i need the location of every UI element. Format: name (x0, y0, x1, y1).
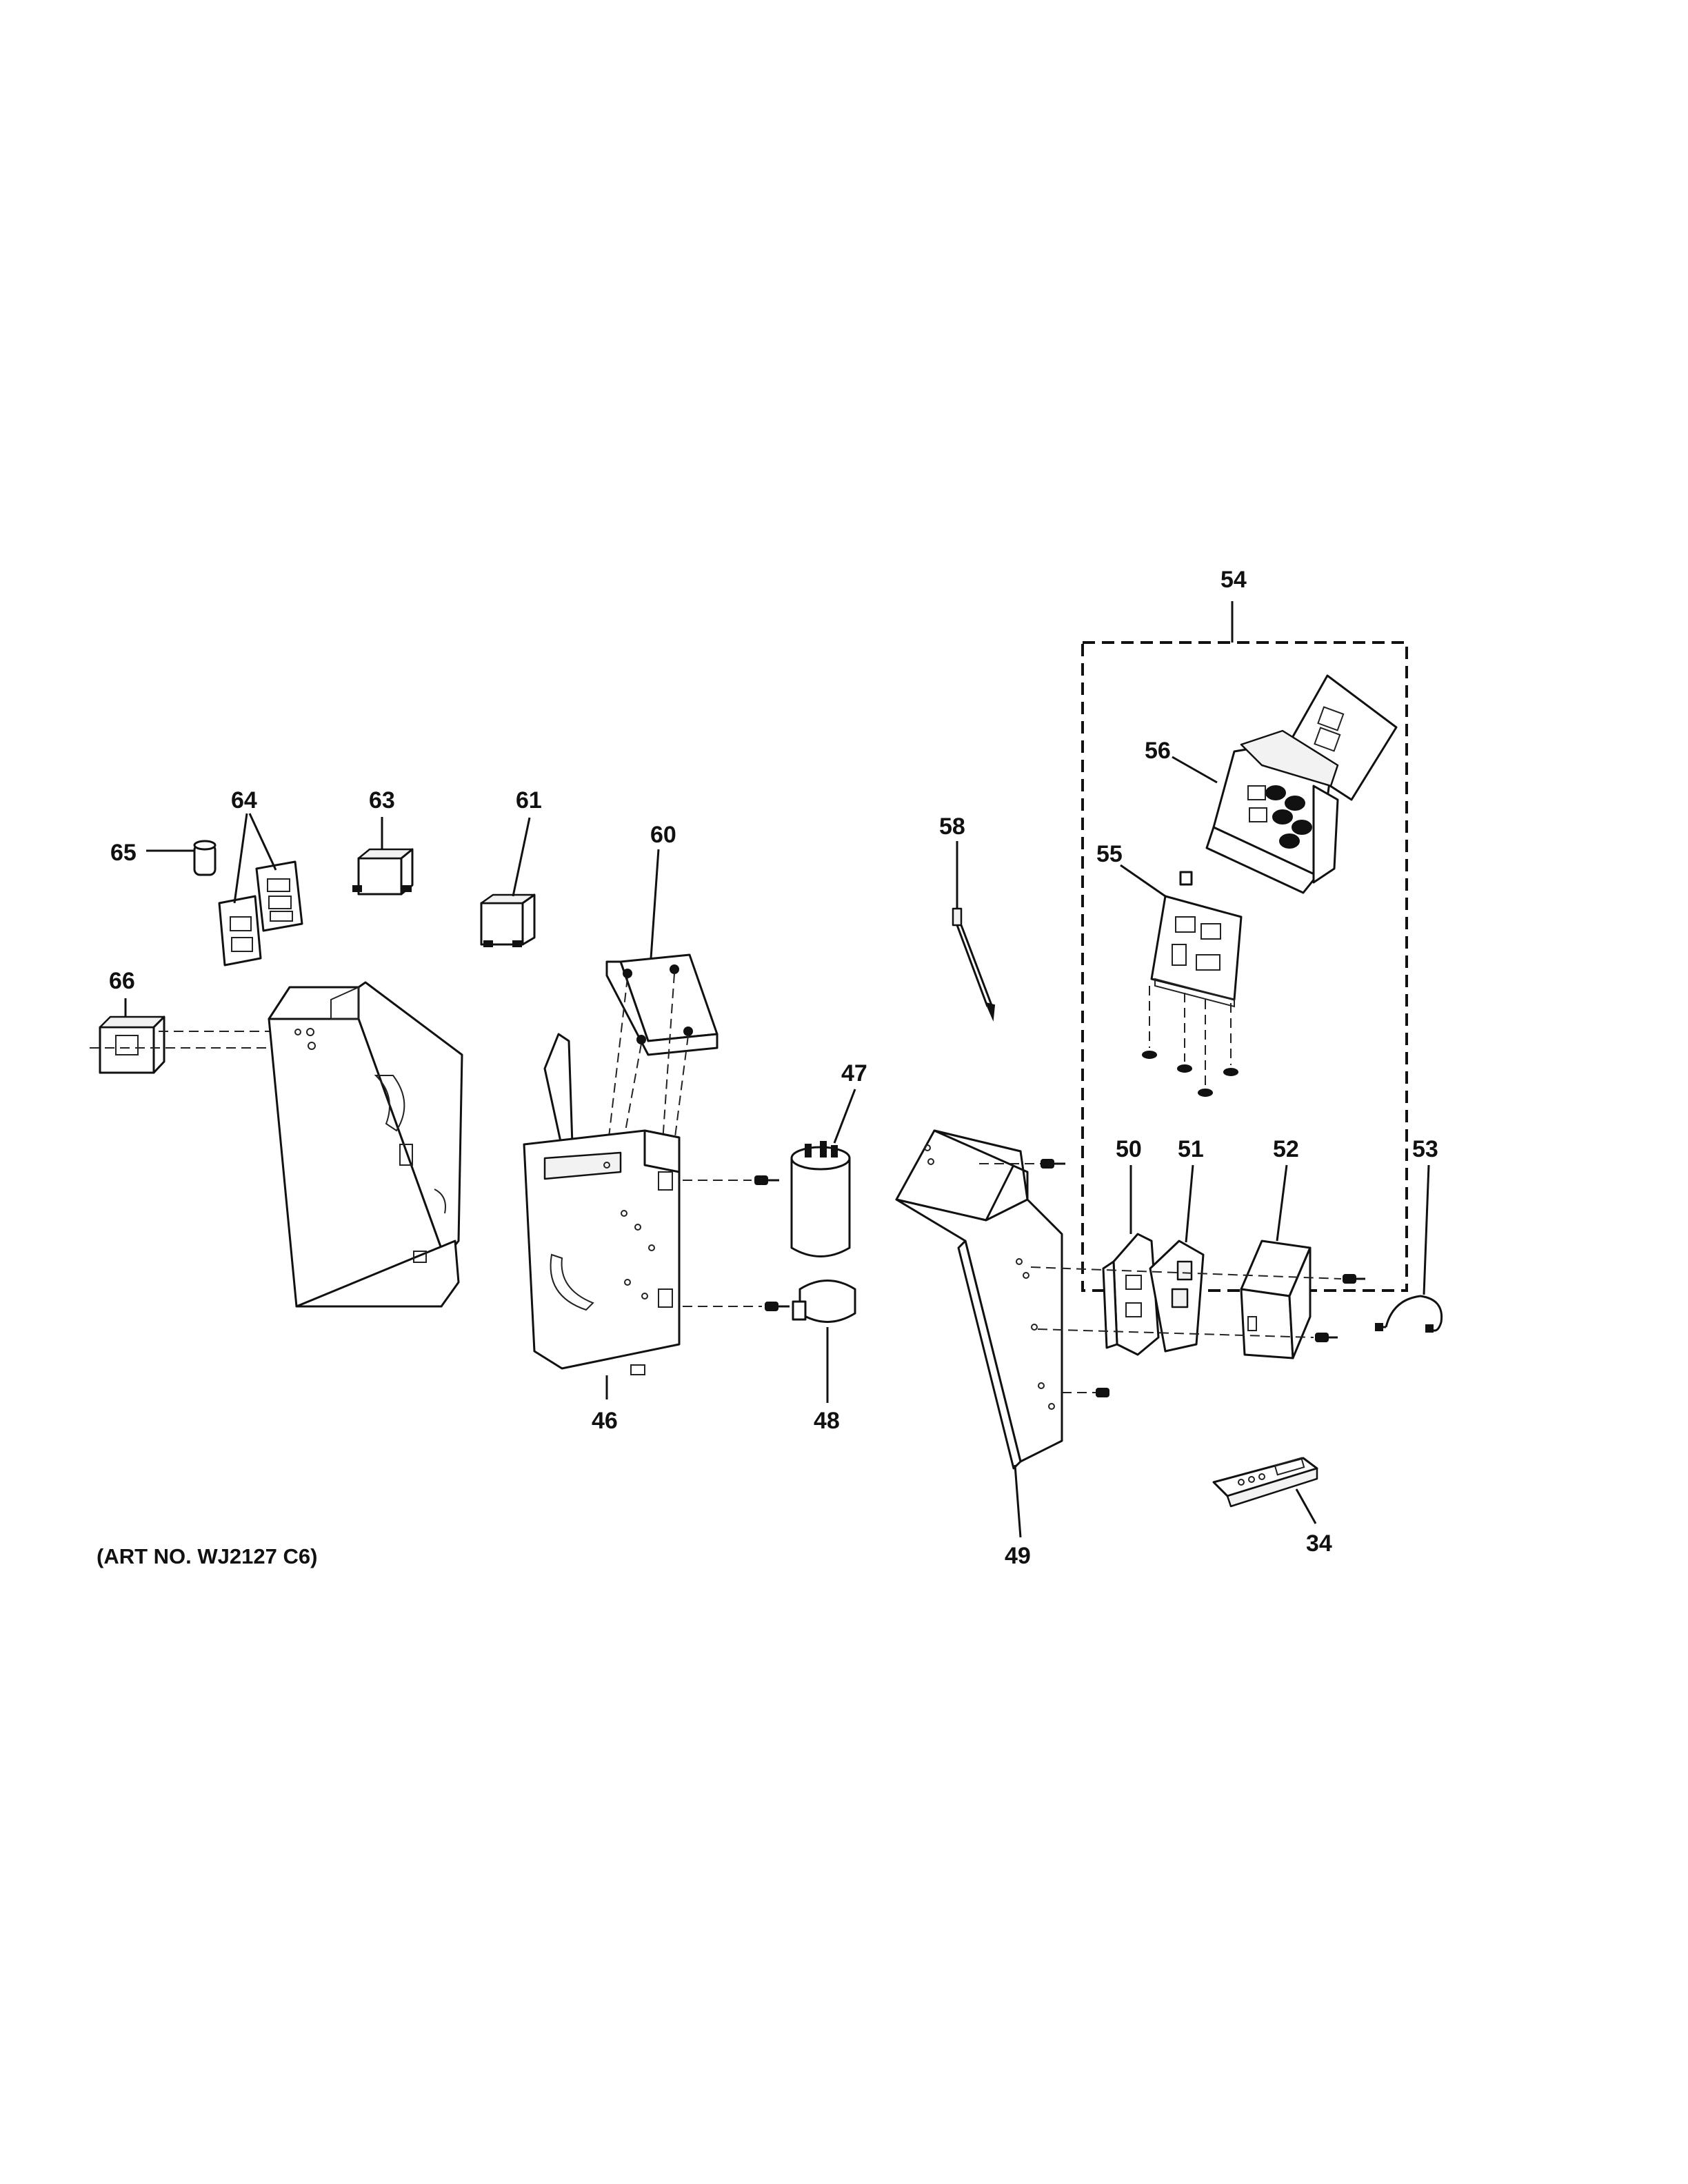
control-box-housing[interactable] (268, 981, 463, 1308)
art-number: (ART NO. WJ2127 C6) (97, 1544, 317, 1568)
part-number-66: 66 (109, 968, 135, 994)
bracket-50[interactable]: 50 (1102, 1136, 1160, 1356)
part-number-53: 53 (1412, 1136, 1438, 1162)
part-number-56: 56 (1145, 738, 1171, 764)
part-number-61: 61 (516, 787, 542, 813)
part-number-49: 49 (1005, 1543, 1031, 1569)
cover-plate-60[interactable]: 60 (605, 822, 719, 1166)
screw-set (683, 1175, 790, 1311)
control-board-55[interactable]: 55 (1096, 841, 1243, 1097)
part-number-58: 58 (939, 813, 965, 840)
part-number-47: 47 (841, 1060, 867, 1086)
relay-63[interactable]: 63 (352, 787, 414, 896)
capacitor-strap-48[interactable]: 48 (792, 1280, 856, 1435)
part-number-64: 64 (231, 787, 257, 813)
wire-harness-53[interactable]: 53 (1375, 1136, 1443, 1333)
part-number-48: 48 (814, 1408, 840, 1434)
part-number-55: 55 (1096, 841, 1123, 867)
part-number-60: 60 (650, 822, 676, 848)
cover-52[interactable]: 52 (1240, 1136, 1312, 1359)
part-number-51: 51 (1178, 1136, 1204, 1162)
terminal-block-64[interactable]: 64 (218, 787, 303, 967)
part-number-46: 46 (592, 1408, 618, 1434)
part-number-52: 52 (1273, 1136, 1299, 1162)
side-panel-49[interactable]: 49 (895, 1129, 1109, 1569)
screw-set-right (1030, 1266, 1365, 1342)
control-box-46[interactable]: 46 (523, 1033, 681, 1434)
part-number-65: 65 (110, 840, 137, 866)
part-number-63: 63 (369, 787, 395, 813)
transformer-66[interactable]: 66 (90, 968, 303, 1074)
control-panel-56[interactable]: 56 (1145, 674, 1398, 894)
part-number-50: 50 (1116, 1136, 1142, 1162)
part-number-54: 54 (1220, 567, 1247, 593)
remote-control-34[interactable]: 34 (1212, 1457, 1332, 1557)
control-assembly-kit-54[interactable]: 54 (1081, 567, 1408, 1292)
thermistor-58[interactable]: 58 (939, 813, 996, 1022)
part-number-34: 34 (1306, 1530, 1332, 1557)
plate-51[interactable]: 51 (1149, 1136, 1205, 1353)
relay-61[interactable]: 61 (480, 787, 542, 947)
fuse-65[interactable]: 65 (110, 840, 217, 876)
capacitor-47[interactable]: 47 (790, 1060, 867, 1257)
